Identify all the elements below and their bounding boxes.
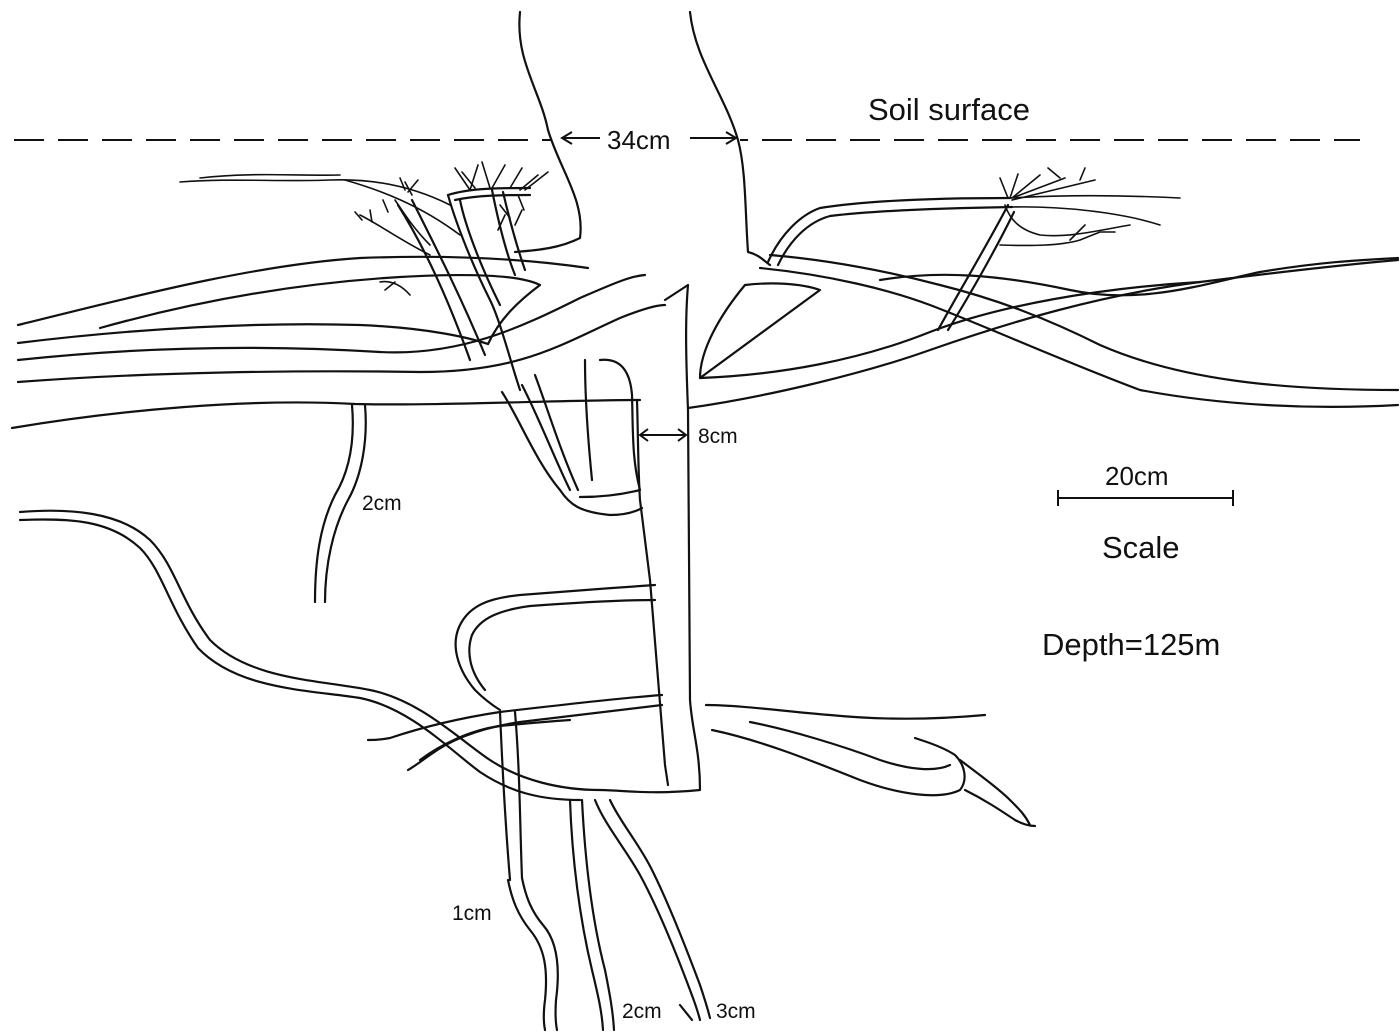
root-2cm-bottom-label: 2cm bbox=[622, 1000, 662, 1023]
scale-label: Scale bbox=[1102, 530, 1180, 565]
central-taproot bbox=[502, 285, 700, 792]
lower-right-roots bbox=[706, 705, 1035, 826]
root-3cm-label: 3cm bbox=[716, 1000, 756, 1023]
scale-value-label: 20cm bbox=[1105, 461, 1169, 491]
lower-left-root bbox=[20, 511, 600, 800]
scale-bar bbox=[1058, 490, 1233, 506]
left-root-width-label: 2cm bbox=[362, 492, 402, 515]
soil-surface-label: Soil surface bbox=[868, 92, 1030, 127]
right-lateral-roots bbox=[688, 168, 1398, 408]
depth-label: Depth=125m bbox=[1042, 627, 1220, 662]
bottom-descending-roots bbox=[508, 800, 710, 1030]
left-descending-root bbox=[315, 405, 366, 602]
middle-roots bbox=[368, 585, 662, 880]
trunk-width-label: 34cm bbox=[607, 125, 671, 155]
left-lateral-roots bbox=[12, 257, 665, 428]
taproot-width-label: 8cm bbox=[698, 425, 738, 448]
root-1cm-label: 1cm bbox=[452, 902, 492, 925]
taproot-width-dimension bbox=[640, 429, 686, 441]
